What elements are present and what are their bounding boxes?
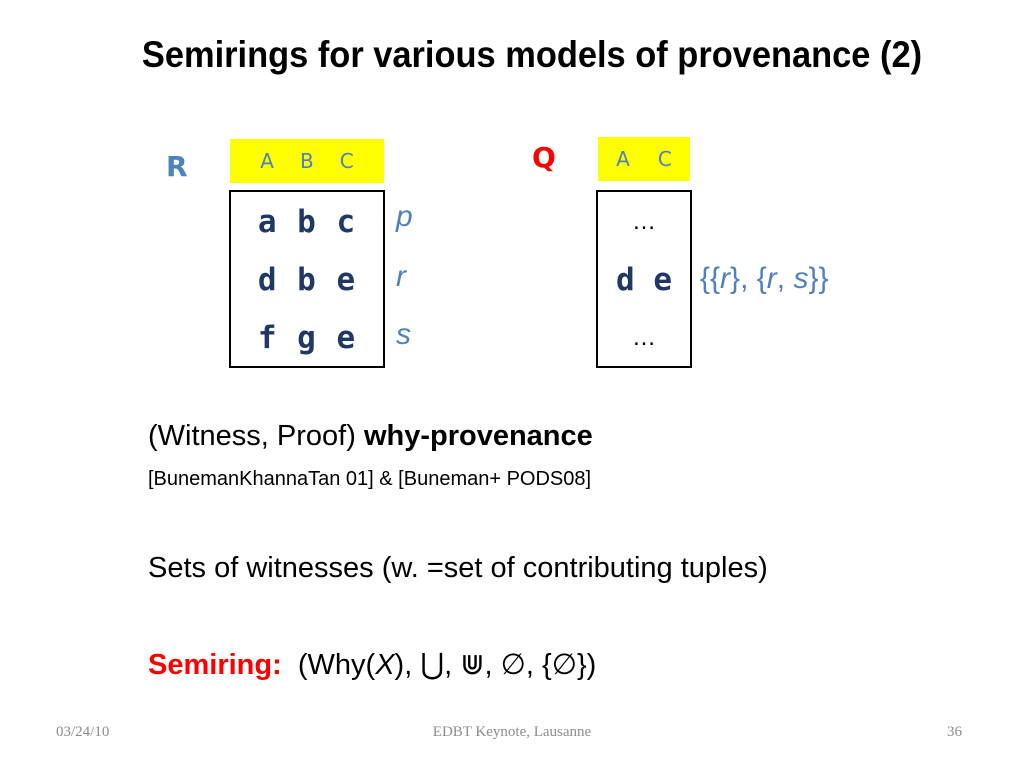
relation-r-row-3: f g e — [257, 320, 357, 356]
annotation-s: s — [396, 318, 411, 351]
relation-r-col-b: B — [299, 149, 314, 173]
why-provenance-term: why-provenance — [363, 420, 593, 452]
relation-q-row-2: d e — [616, 262, 672, 298]
why-provenance-annotation: {{r}, {r, s}} — [700, 262, 829, 295]
relation-q-table: … d e … — [596, 190, 692, 368]
footer-date: 03/24/10 — [56, 724, 110, 740]
witness-proof-line: (Witness, Proof) why-provenance — [148, 420, 593, 452]
relation-r-header: A B C — [230, 139, 384, 183]
relation-q-header: A C — [598, 137, 690, 181]
relation-q-name: Q — [532, 141, 556, 174]
relation-q-col-a: A — [616, 147, 630, 171]
annotation-r: r — [396, 260, 406, 293]
slide-title: Semirings for various models of provenan… — [141, 34, 923, 75]
footer-page-number: 36 — [947, 724, 962, 740]
relation-r-row-1: a b c — [257, 204, 357, 240]
footer-event: EDBT Keynote, Lausanne — [432, 724, 592, 740]
relation-r-col-a: A — [260, 149, 274, 173]
relation-r-name: R — [166, 150, 188, 183]
relation-q-row-1: … — [632, 208, 656, 235]
relation-q-row-3: … — [632, 324, 656, 351]
citation-line: [BunemanKhannaTan 01] & [Buneman+ PODS08… — [148, 468, 592, 490]
relation-r-table: a b c d b e f g e — [229, 190, 385, 368]
annotation-p: p — [396, 200, 413, 233]
relation-r-row-2: d b e — [257, 262, 357, 298]
relation-q-col-c: C — [657, 147, 672, 171]
semiring-label: Semiring: — [148, 649, 282, 681]
sets-of-witnesses-line: Sets of witnesses (w. =set of contributi… — [148, 552, 768, 584]
relation-r-col-c: C — [339, 149, 354, 173]
semiring-line: Semiring: (Why(X), ⋃, ⋓, ∅, {∅}) — [148, 649, 597, 681]
